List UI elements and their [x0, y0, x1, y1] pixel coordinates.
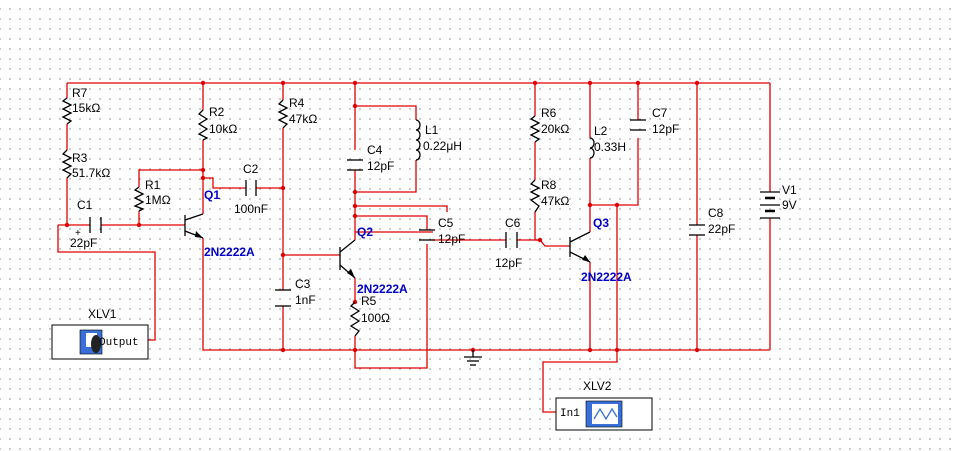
c1-capacitor	[89, 217, 102, 233]
c8-capacitor	[689, 224, 705, 236]
q2-model: 2N2222A	[357, 282, 408, 296]
c5-capacitor	[419, 229, 435, 241]
r4-name: R4	[289, 96, 305, 110]
c3-capacitor	[275, 289, 291, 307]
r1-value: 1MΩ	[145, 193, 171, 207]
r8-name: R8	[541, 178, 557, 192]
r7-name: R7	[72, 86, 88, 100]
c4-name: C4	[367, 143, 383, 157]
q3-transistor	[569, 231, 591, 263]
c1-name: C1	[77, 198, 93, 212]
xlv1-name: XLV1	[88, 307, 117, 321]
l1-inductor	[415, 119, 421, 161]
c2-name: C2	[243, 162, 259, 176]
r1-name: R1	[145, 178, 161, 192]
q1-model: 2N2222A	[204, 245, 255, 259]
q2-transistor	[339, 239, 356, 279]
v1-value: 9V	[782, 198, 797, 212]
r5-resistor	[349, 301, 361, 337]
c6-value: 12pF	[495, 256, 522, 270]
xlv2-port: In1	[560, 408, 580, 420]
waveform-icon	[592, 404, 618, 424]
r2-resistor	[197, 109, 209, 141]
r6-name: R6	[541, 106, 557, 120]
r6-resistor	[529, 115, 541, 143]
r2-value: 10kΩ	[209, 122, 237, 136]
l2-value: 0.33H	[594, 140, 626, 154]
c2-capacitor	[245, 180, 257, 196]
c6-capacitor	[505, 232, 518, 248]
c7-capacitor	[630, 119, 646, 131]
c2-value: 100nF	[234, 202, 268, 216]
v1-battery	[760, 191, 780, 219]
r8-resistor	[529, 179, 541, 213]
r1-resistor	[133, 186, 145, 212]
c6-name: C6	[505, 216, 521, 230]
r5-value: 100Ω	[361, 311, 390, 325]
xlv1-port: Output	[99, 337, 139, 349]
l2-inductor	[589, 137, 595, 159]
instrument-icon-doc	[86, 333, 97, 347]
c5-value: 12pF	[438, 232, 465, 246]
v1-name: V1	[782, 183, 797, 197]
wires	[57, 82, 771, 413]
q1-transistor	[184, 213, 204, 239]
ground-icon	[464, 350, 482, 366]
r2-name: R2	[209, 105, 225, 119]
c4-capacitor	[347, 159, 363, 171]
xlv1-instrument[interactable]	[51, 324, 149, 360]
c7-name: C7	[652, 106, 668, 120]
r3-name: R3	[72, 151, 88, 165]
resistors	[61, 97, 541, 337]
r3-resistor	[61, 149, 73, 179]
q2-name: Q2	[357, 225, 373, 239]
r4-value: 47kΩ	[289, 112, 317, 126]
r7-resistor	[61, 97, 73, 125]
labels: R7 15kΩ R3 51.7kΩ R1 1MΩ R2 10kΩ R4 47kΩ…	[70, 86, 797, 420]
l2-name: L2	[594, 124, 608, 138]
xlv2-instrument[interactable]	[555, 397, 653, 431]
r6-value: 20kΩ	[541, 122, 569, 136]
l1-value: 0.22μH	[423, 139, 462, 153]
c1-polarity: +	[75, 228, 81, 239]
q1-name: Q1	[204, 188, 220, 202]
r8-value: 47kΩ	[541, 194, 569, 208]
c3-value: 1nF	[295, 293, 316, 307]
r5-name: R5	[361, 294, 377, 308]
microphone-icon	[91, 335, 101, 353]
r3-value: 51.7kΩ	[72, 166, 110, 180]
c8-name: C8	[708, 206, 724, 220]
c7-value: 12pF	[652, 122, 679, 136]
c1-value: 22pF	[70, 236, 97, 250]
c5-name: C5	[438, 216, 454, 230]
q3-model: 2N2222A	[581, 270, 632, 284]
c4-value: 12pF	[367, 159, 394, 173]
r7-value: 15kΩ	[72, 101, 100, 115]
junctions	[64, 80, 700, 353]
r4-resistor	[277, 99, 289, 129]
c3-name: C3	[295, 277, 311, 291]
q3-name: Q3	[593, 216, 609, 230]
l1-name: L1	[425, 123, 439, 137]
xlv2-name: XLV2	[583, 379, 612, 393]
capacitors	[89, 119, 705, 307]
c8-value: 22pF	[708, 222, 735, 236]
inductors	[415, 119, 595, 161]
